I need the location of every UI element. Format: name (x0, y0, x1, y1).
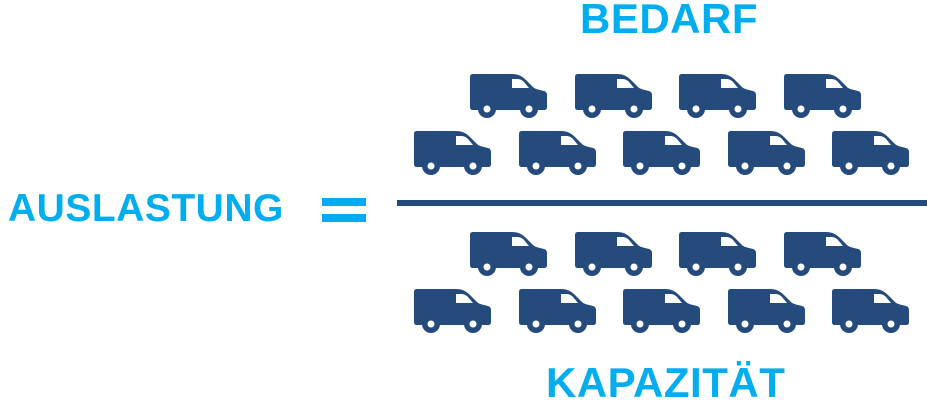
van-icon (574, 74, 653, 118)
van-icon (623, 131, 701, 175)
numerator-label: BEDARF (580, 0, 758, 42)
equals-sign-bottom-bar (322, 214, 366, 222)
van-icon (727, 289, 806, 333)
van-icon (623, 289, 701, 333)
van-icon (727, 131, 806, 175)
denominator-label: KAPAZITÄT (546, 359, 786, 406)
utilization-label: AUSLASTUNG (8, 187, 284, 230)
fraction-line (397, 200, 927, 206)
van-icon (679, 232, 757, 276)
van-icon (518, 131, 597, 175)
van-icon (832, 289, 910, 333)
van-icon (574, 232, 653, 276)
van-icon (783, 232, 862, 276)
van-icon (518, 289, 597, 333)
van-icon (832, 131, 910, 175)
equals-sign-top-bar (322, 198, 366, 206)
van-icon (679, 74, 757, 118)
van-icon (470, 74, 548, 118)
van-icon (470, 232, 548, 276)
van-icon (783, 74, 862, 118)
van-icon (414, 289, 492, 333)
van-icon (414, 131, 492, 175)
